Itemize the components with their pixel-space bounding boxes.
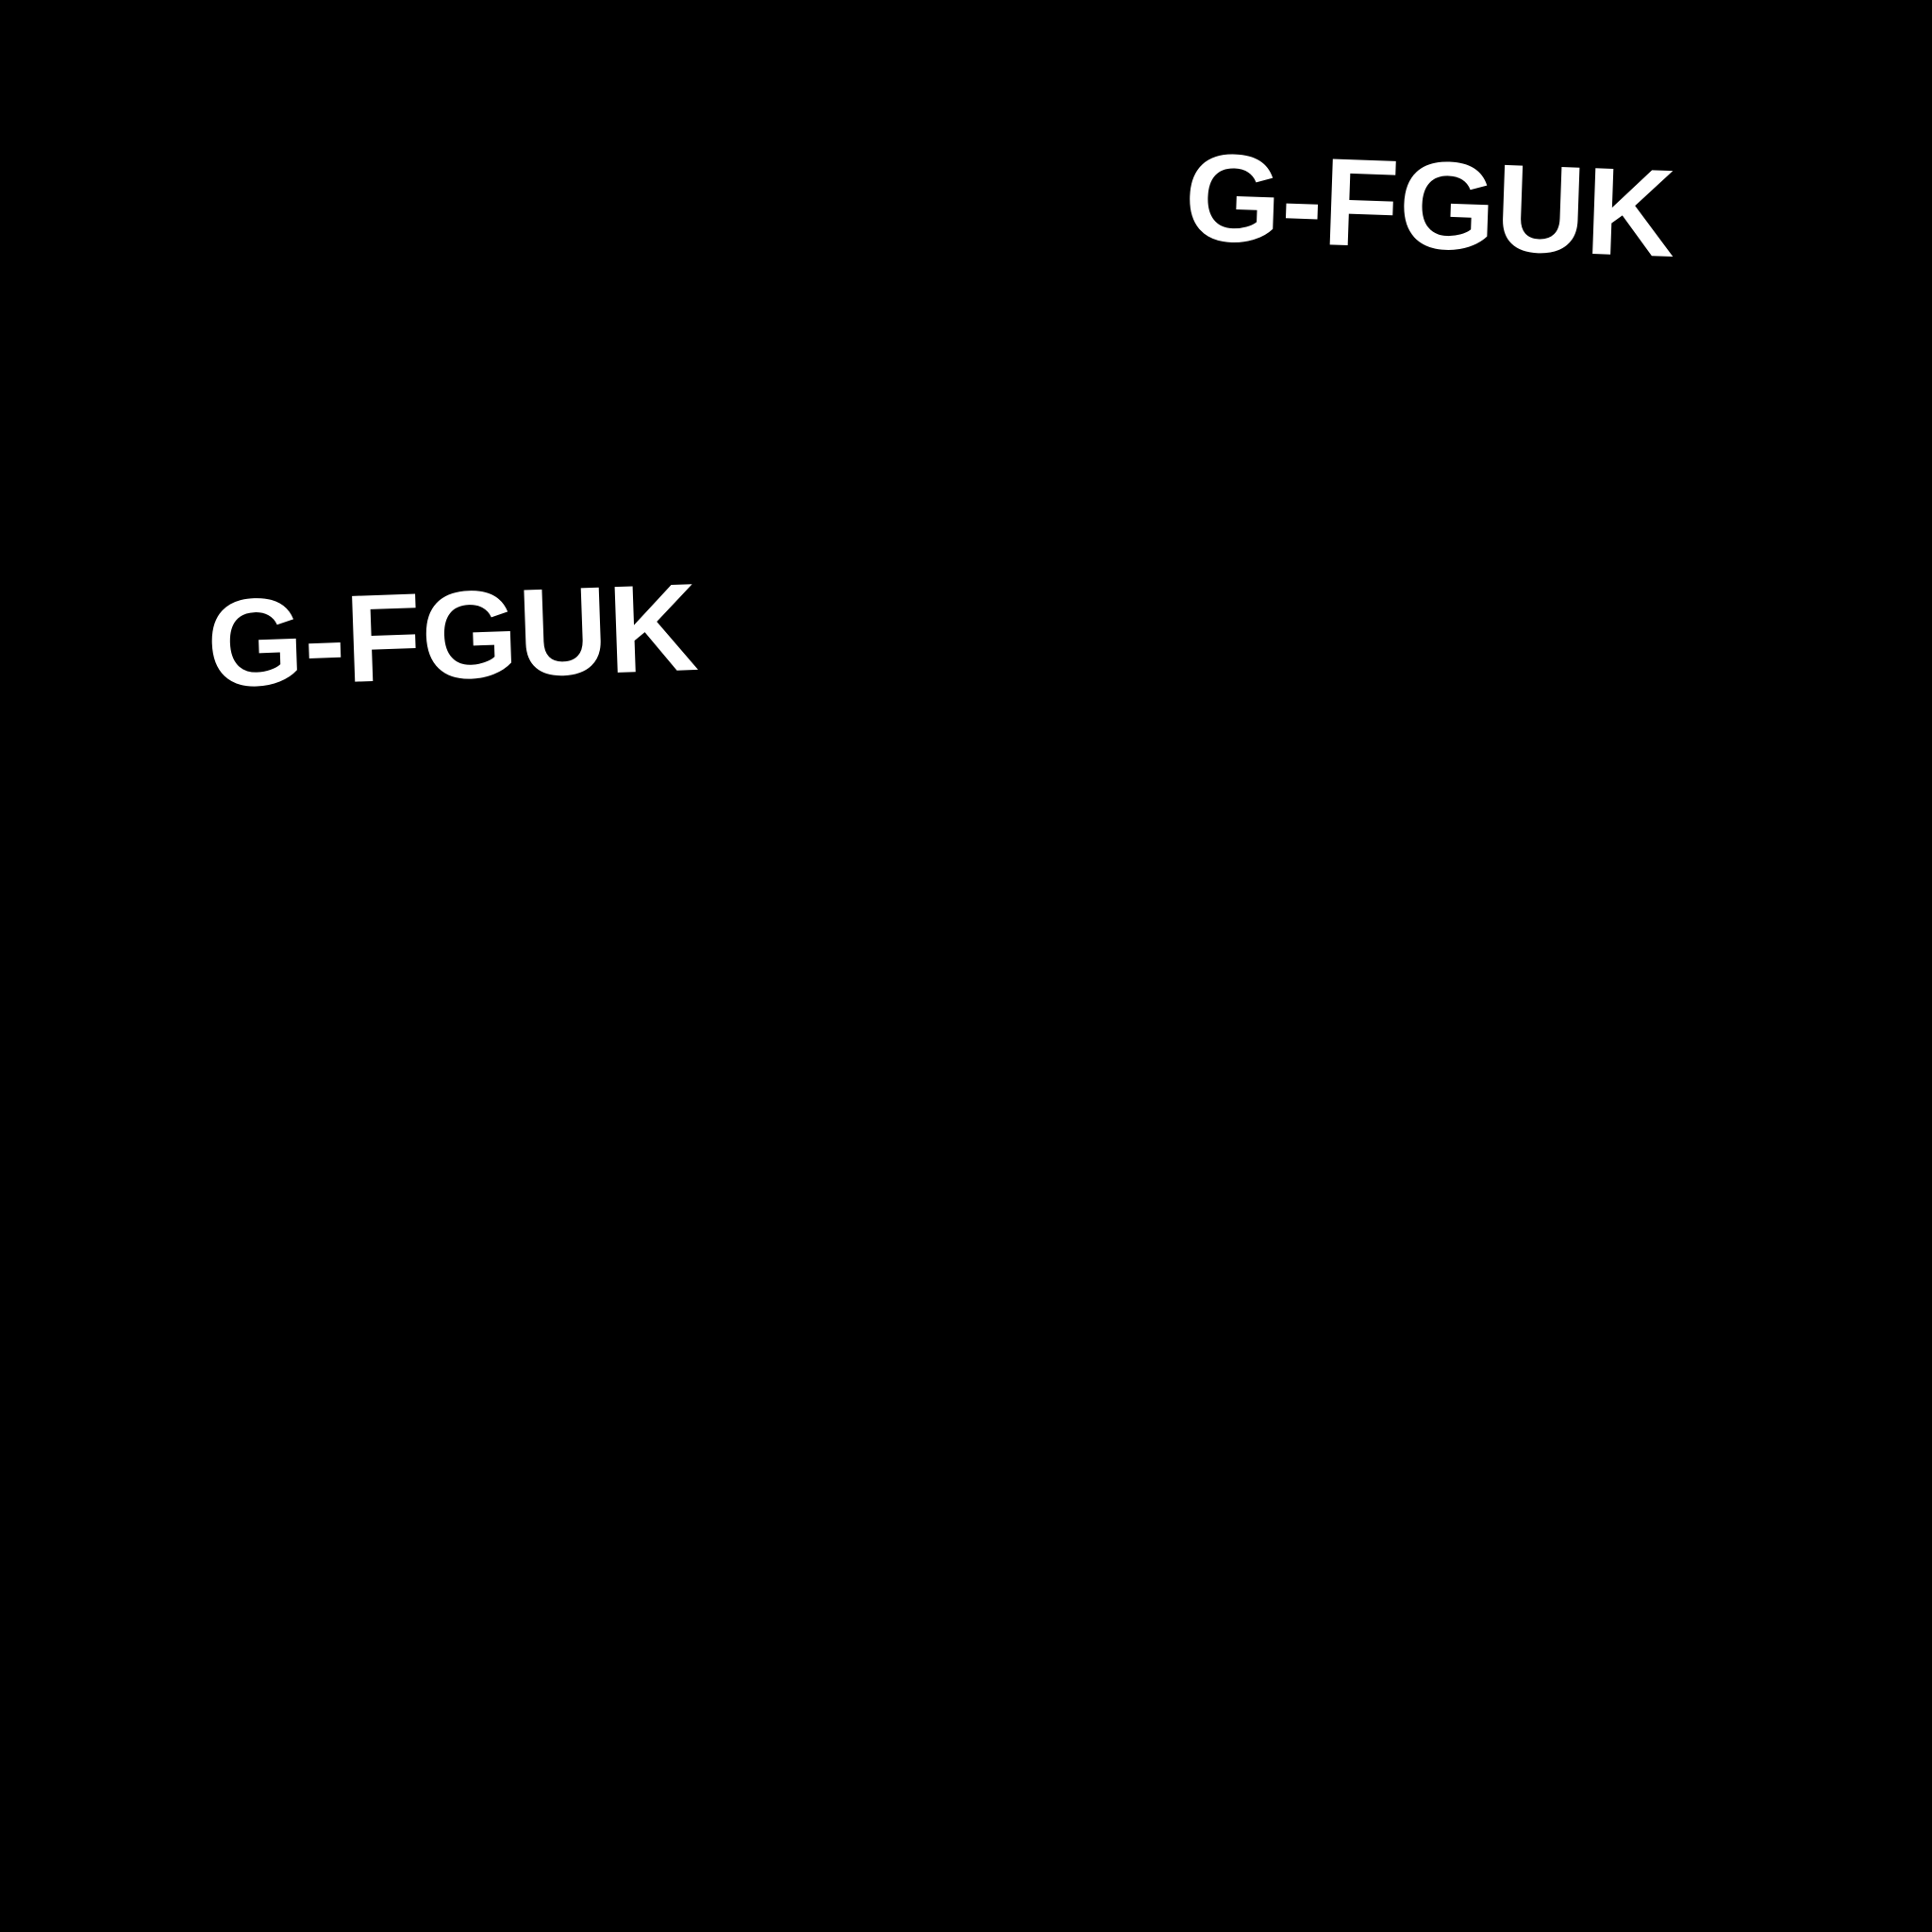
registration-marking-left: G-FGUK — [204, 557, 701, 714]
registration-marking-top-right: G-FGUK — [1182, 126, 1678, 284]
